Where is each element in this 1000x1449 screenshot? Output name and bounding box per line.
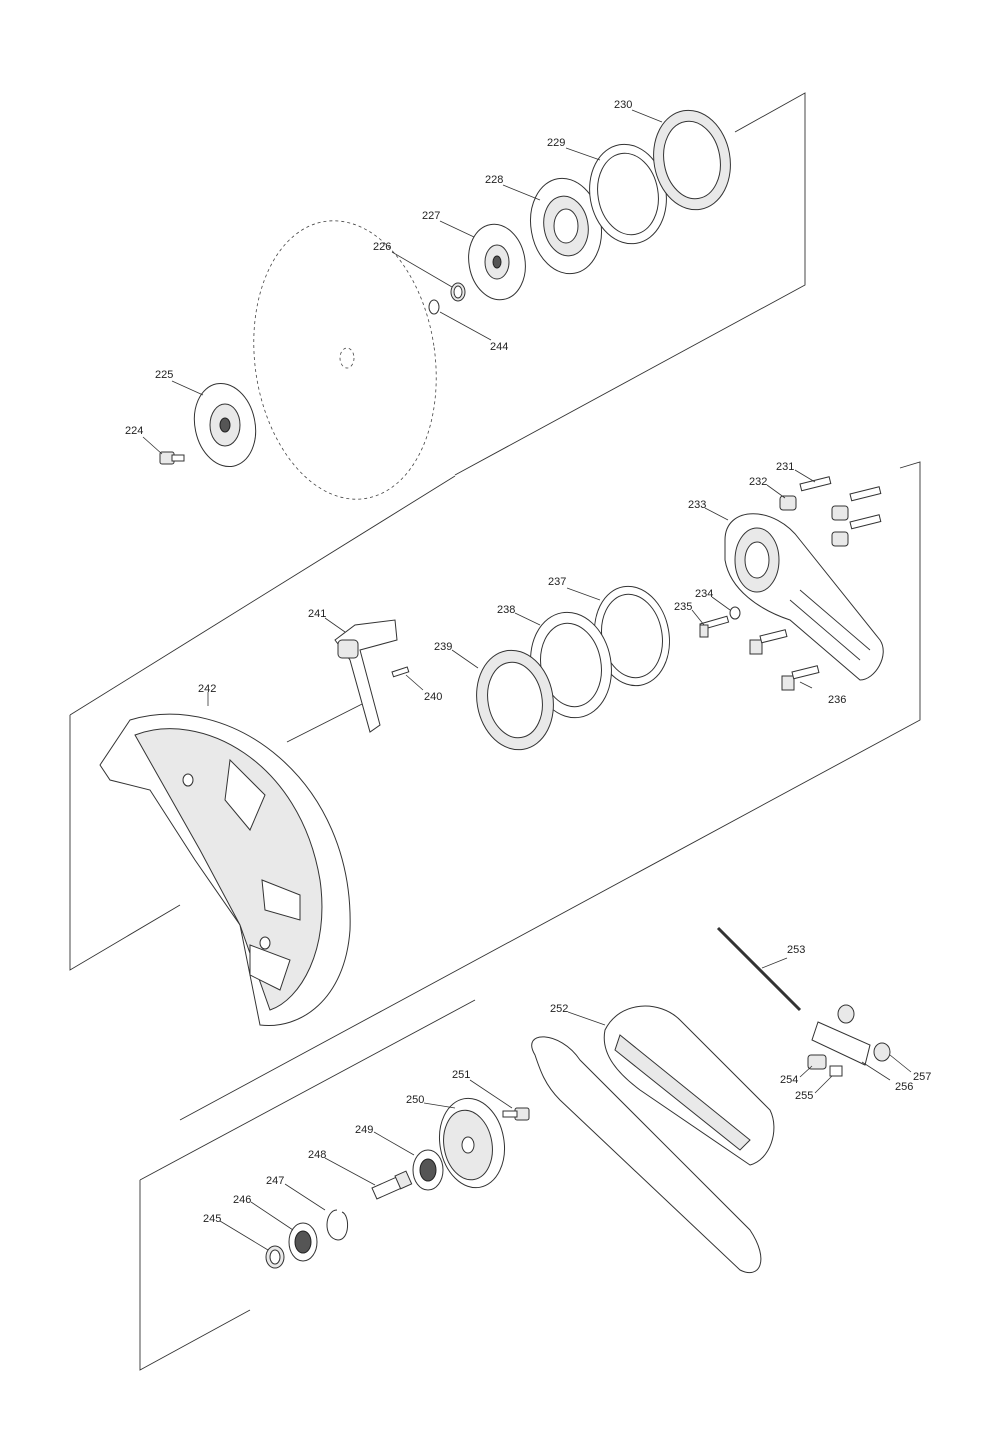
part-240-screw	[391, 666, 410, 678]
part-225-outer-flange	[193, 382, 257, 468]
label-237: 237	[548, 576, 566, 588]
label-244: 244	[490, 341, 508, 353]
label-227: 227	[422, 210, 440, 222]
part-256-plate	[811, 1021, 871, 1066]
part-236-bolts	[749, 629, 820, 691]
part-251-bolt	[502, 1107, 530, 1121]
label-233: 233	[688, 499, 706, 511]
label-234: 234	[695, 588, 713, 600]
label-250: 250	[406, 1094, 424, 1106]
part-244-o-ring	[428, 299, 440, 315]
part-247-circlip	[326, 1209, 348, 1241]
label-249: 249	[355, 1124, 373, 1136]
label-241: 241	[308, 608, 326, 620]
part-229-washer	[589, 143, 667, 245]
part-237-washer	[594, 585, 670, 687]
label-225: 225	[155, 369, 173, 381]
label-231: 231	[776, 461, 794, 473]
label-252: 252	[550, 1003, 568, 1015]
part-245-spacer	[265, 1245, 285, 1269]
label-257: 257	[913, 1071, 931, 1083]
part-232-springs	[779, 495, 849, 547]
label-228: 228	[485, 174, 503, 186]
part-254-spring	[807, 1054, 827, 1070]
label-251: 251	[452, 1069, 470, 1081]
part-230-ring	[653, 109, 731, 211]
part-255-nut	[829, 1065, 843, 1077]
part-228-plate	[530, 177, 602, 275]
part-250-pulley	[439, 1097, 505, 1189]
label-246: 246	[233, 1194, 251, 1206]
part-239-ring	[476, 649, 554, 751]
part-248-shaft	[371, 1170, 413, 1200]
label-238: 238	[497, 604, 515, 616]
part-257-nut	[837, 1004, 891, 1062]
label-240: 240	[424, 691, 442, 703]
saw-blade-outline	[253, 220, 437, 500]
blade-arbor-hole	[339, 347, 355, 369]
label-255: 255	[795, 1090, 813, 1102]
label-235: 235	[674, 601, 692, 613]
part-226-ring	[450, 282, 466, 302]
part-246-bearing	[288, 1222, 318, 1262]
label-247: 247	[266, 1175, 284, 1187]
label-230: 230	[614, 99, 632, 111]
part-252-belt-cover	[603, 1005, 775, 1166]
label-236: 236	[828, 694, 846, 706]
part-231-bolts	[799, 476, 882, 530]
part-242-blade-guard	[99, 713, 351, 1027]
label-254: 254	[780, 1074, 798, 1086]
part-253-rod	[716, 926, 802, 1012]
section-frame-bottom	[139, 999, 476, 1371]
part-249-bearing	[412, 1149, 444, 1191]
label-226: 226	[373, 241, 391, 253]
part-235-pin	[699, 615, 730, 638]
label-224: 224	[125, 425, 143, 437]
part-241-lever	[334, 619, 398, 733]
label-248: 248	[308, 1149, 326, 1161]
part-234-o-ring	[729, 606, 741, 620]
part-224-bolt	[159, 451, 185, 465]
label-229: 229	[547, 137, 565, 149]
v-belt	[531, 1036, 762, 1273]
label-239: 239	[434, 641, 452, 653]
part-227-inner-flange	[468, 223, 526, 301]
label-253: 253	[787, 944, 805, 956]
label-242: 242	[198, 683, 216, 695]
leader-lines	[142, 109, 912, 1251]
label-245: 245	[203, 1213, 221, 1225]
section-frame-middle	[69, 461, 921, 1121]
section-frame-top	[454, 92, 806, 476]
part-labels: 224 225 226 227 228 229 230 244 231 232 …	[125, 99, 931, 1225]
label-232: 232	[749, 476, 767, 488]
label-256: 256	[895, 1081, 913, 1093]
part-233-gear-housing	[724, 513, 884, 681]
